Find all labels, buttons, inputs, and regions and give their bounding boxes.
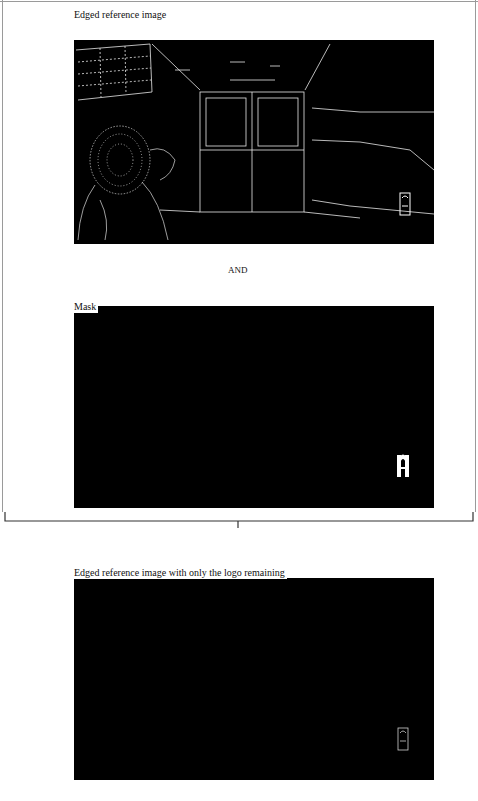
result-image bbox=[74, 578, 434, 780]
image-panel: Edged reference image bbox=[72, 4, 436, 244]
image-panel: Edged reference image with only the logo… bbox=[72, 562, 436, 780]
mask-image bbox=[74, 306, 434, 508]
merge-bracket bbox=[5, 512, 473, 528]
panel-heading: Edged reference image with only the logo… bbox=[72, 567, 287, 579]
panel-heading: Edged reference image bbox=[72, 9, 168, 21]
frame bbox=[0, 0, 478, 512]
panel-heading: Mask bbox=[72, 301, 98, 313]
image-panel: Mask bbox=[72, 296, 436, 508]
operator-label: AND bbox=[228, 265, 248, 276]
edge-image bbox=[74, 40, 434, 244]
